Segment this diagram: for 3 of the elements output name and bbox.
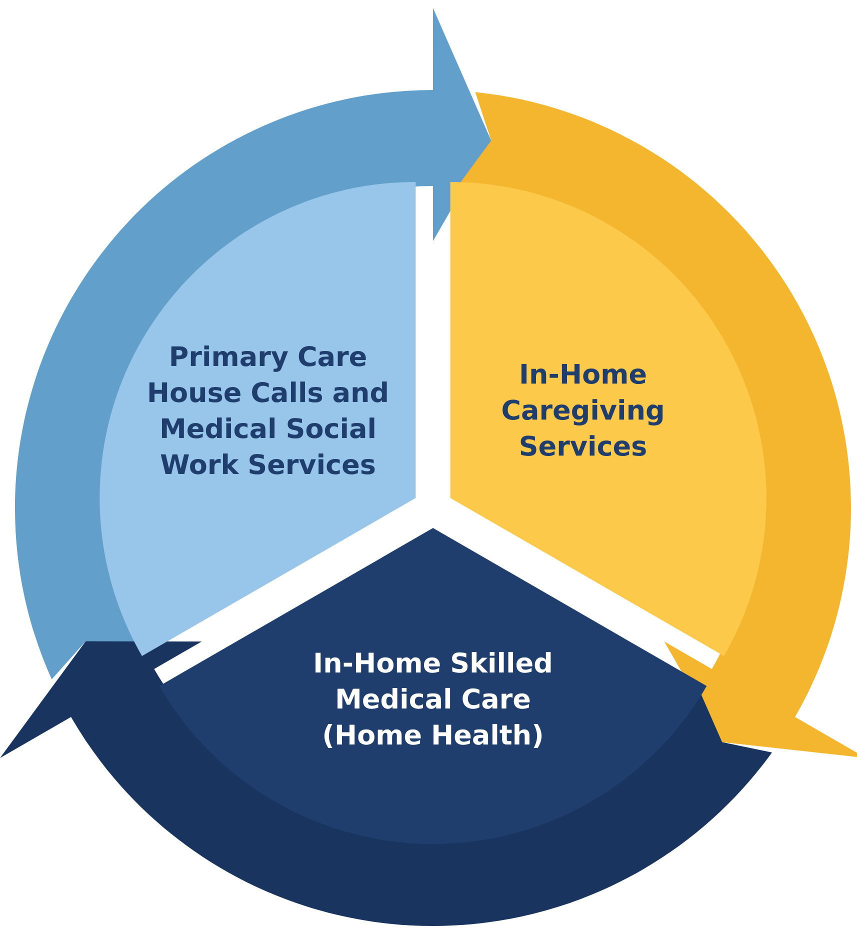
arrow <box>15 8 492 680</box>
sector: In-Home Skilled Medical Care (Home Health) <box>159 528 707 844</box>
arrow <box>0 641 772 926</box>
